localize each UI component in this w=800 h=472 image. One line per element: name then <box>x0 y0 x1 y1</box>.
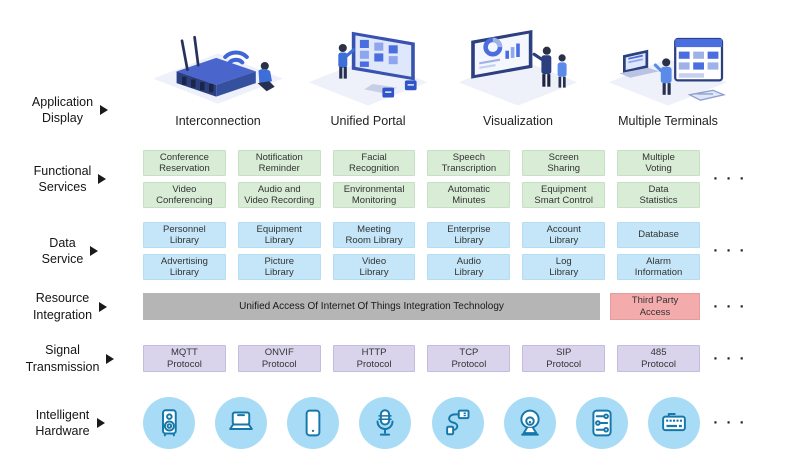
ellipsis: · · · <box>713 414 747 432</box>
application-item-label: Multiple Terminals <box>618 114 718 128</box>
hardware-item-speaker <box>143 397 195 449</box>
data-row-1: Personnel Library Equipment Library Meet… <box>143 222 700 248</box>
ellipsis: · · · <box>713 298 747 315</box>
hardware-item-webcam <box>503 397 556 449</box>
box-data-statistics: Data Statistics <box>617 182 700 208</box>
box-video-library: Video Library <box>332 254 416 280</box>
ellipsis: · · · <box>713 170 747 188</box>
box-automatic-minutes: Automatic Minutes <box>427 182 511 208</box>
data-service-band: Data Service Personnel Library Equipment… <box>0 222 800 280</box>
server-icon <box>592 409 612 437</box>
box-equipment-library: Equipment Library <box>237 222 321 248</box>
box-screen-sharing: Screen Sharing <box>522 150 606 176</box>
box-notification-reminder: Notification Reminder <box>237 150 321 176</box>
hardware-icons-row <box>143 396 700 450</box>
row-label-text: Signal Transmission <box>25 343 100 374</box>
box-speech-transcription: Speech Transcription <box>427 150 511 176</box>
box-facial-recognition: Facial Recognition <box>332 150 416 176</box>
functional-services-boxes: Conference Reservation Notification Remi… <box>143 150 700 208</box>
box-picture-library: Picture Library <box>237 254 321 280</box>
box-485-protocol: 485 Protocol <box>617 345 700 372</box>
right-arrow-icon <box>106 353 115 364</box>
row-label-text: Resource Integration <box>32 291 93 322</box>
row-label-functional-services: Functional Services <box>0 150 140 208</box>
box-sip-protocol: SIP Protocol <box>522 345 606 372</box>
hardware-item-usb-cable <box>431 397 484 449</box>
portal-screen-illustration <box>308 31 428 106</box>
hardware-item-laptop <box>215 397 268 449</box>
multi-device-illustration <box>608 37 728 106</box>
multiple-terminals-column: Multiple Terminals <box>593 6 743 128</box>
box-tcp-protocol: TCP Protocol <box>427 345 511 372</box>
interconnection-column: Interconnection <box>143 6 293 128</box>
row-label-text: Intelligent Hardware <box>35 407 90 438</box>
resource-integration-boxes: Unified Access Of Internet Of Things Int… <box>143 293 700 320</box>
box-multiple-voting: Multiple Voting <box>617 150 700 176</box>
resource-integration-band: Resource Integration Unified Access Of I… <box>0 291 800 322</box>
signal-transmission-boxes: MQTT Protocol ONVIF Protocol HTTP Protoc… <box>143 345 700 372</box>
box-onvif-protocol: ONVIF Protocol <box>237 345 321 372</box>
box-account-library: Account Library <box>522 222 606 248</box>
box-alarm-information: Alarm Information <box>617 254 700 280</box>
row-label-intelligent-hardware: Intelligent Hardware <box>0 396 140 450</box>
speaker-icon <box>162 409 177 437</box>
right-arrow-icon <box>100 105 109 115</box>
box-meeting-room-library: Meeting Room Library <box>332 222 416 248</box>
row-label-resource-integration: Resource Integration <box>0 291 140 322</box>
right-arrow-icon <box>96 418 105 428</box>
box-log-library: Log Library <box>522 254 606 280</box>
keyboard-icon <box>662 413 686 432</box>
box-mqtt-protocol: MQTT Protocol <box>143 345 226 372</box>
dashboard-charts-illustration <box>458 30 578 106</box>
laptop-icon <box>229 411 253 430</box>
right-arrow-icon <box>90 246 99 256</box>
functional-row-2: Video Conferencing Audio and Video Recor… <box>143 182 700 208</box>
hardware-item-tablet <box>287 397 340 449</box>
box-third-party-access: Third Party Access <box>610 293 700 320</box>
row-label-text: Application Display <box>31 94 94 125</box>
box-personnel-library: Personnel Library <box>143 222 226 248</box>
functional-row-1: Conference Reservation Notification Remi… <box>143 150 700 176</box>
tablet-icon <box>305 409 321 437</box>
row-label-text: Data Service <box>41 235 84 266</box>
box-enterprise-library: Enterprise Library <box>427 222 511 248</box>
box-video-conferencing: Video Conferencing <box>143 182 226 208</box>
hardware-item-server <box>575 397 628 449</box>
box-advertising-library: Advertising Library <box>143 254 226 280</box>
microphone-icon <box>376 409 394 436</box>
data-service-boxes: Personnel Library Equipment Library Meet… <box>143 222 700 280</box>
application-columns: Interconnection <box>143 6 743 128</box>
signal-transmission-band: Signal Transmission MQTT Protocol ONVIF … <box>0 343 800 374</box>
router-wifi-illustration <box>153 35 283 104</box>
visualization-column: Visualization <box>443 6 593 128</box>
box-conference-reservation: Conference Reservation <box>143 150 226 176</box>
hardware-item-keyboard <box>647 397 700 449</box>
unified-portal-column: Unified Portal <box>293 6 443 128</box>
box-database: Database <box>617 222 700 248</box>
right-arrow-icon <box>98 174 107 184</box>
data-row-2: Advertising Library Picture Library Vide… <box>143 254 700 280</box>
ellipsis: · · · <box>713 242 747 260</box>
webcam-icon <box>520 409 540 436</box>
row-label-signal-transmission: Signal Transmission <box>0 343 140 374</box>
functional-services-band: Functional Services Conference Reservati… <box>0 150 800 208</box>
row-label-data-service: Data Service <box>0 222 140 280</box>
application-display-band: Application Display <box>0 6 800 128</box>
usb-cable-icon <box>445 409 470 436</box>
application-item-label: Visualization <box>483 114 553 128</box>
application-item-label: Unified Portal <box>330 114 406 128</box>
box-equipment-smart-control: Equipment Smart Control <box>522 182 606 208</box>
hardware-item-microphone <box>359 397 412 449</box>
row-label-application-display: Application Display <box>0 94 140 126</box>
row-label-text: Functional Services <box>33 163 92 194</box>
box-audio-library: Audio Library <box>427 254 511 280</box>
box-audio-video-recording: Audio and Video Recording <box>237 182 321 208</box>
application-item-label: Interconnection <box>175 114 261 128</box>
right-arrow-icon <box>99 301 108 312</box>
unified-access-bar: Unified Access Of Internet Of Things Int… <box>143 293 600 320</box>
ellipsis: · · · <box>713 350 747 367</box>
box-environmental-monitoring: Environmental Monitoring <box>332 182 416 208</box>
box-http-protocol: HTTP Protocol <box>332 345 416 372</box>
intelligent-hardware-band: Intelligent Hardware <box>0 396 800 450</box>
